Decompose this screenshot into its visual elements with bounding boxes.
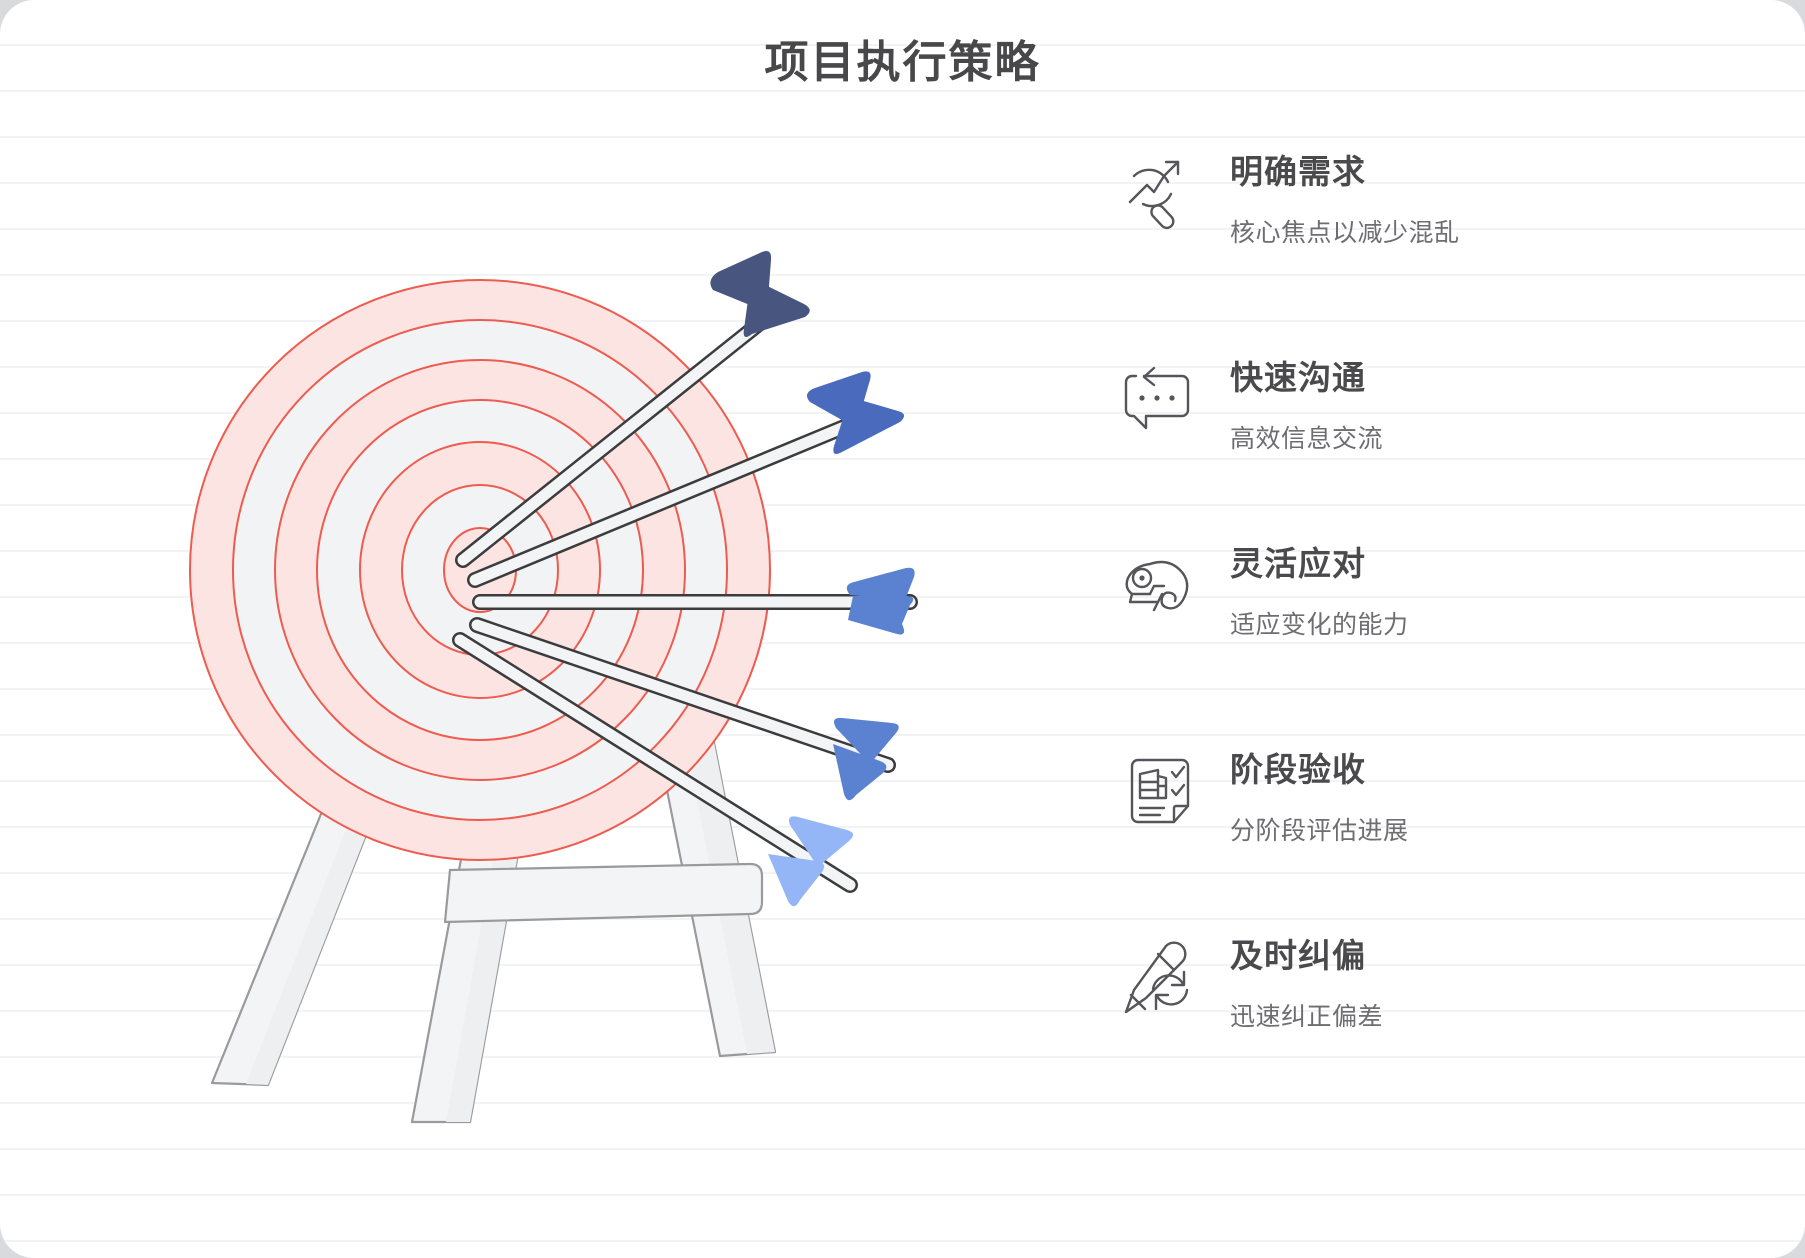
chameleon-icon: [1120, 548, 1200, 628]
feature-text-block: 快速沟通 高效信息交流: [1230, 356, 1383, 456]
feature-item-adaptability[interactable]: 灵活应对 适应变化的能力: [1120, 542, 1740, 738]
feature-item-requirements[interactable]: 明确需求 核心焦点以减少混乱: [1120, 150, 1740, 346]
feature-text-block: 阶段验收 分阶段评估进展: [1230, 748, 1409, 848]
feature-title: 灵活应对: [1230, 545, 1366, 582]
feature-item-milestone-review[interactable]: 阶段验收 分阶段评估进展: [1120, 738, 1740, 934]
feature-subtitle: 核心焦点以减少混乱: [1230, 219, 1460, 247]
feature-title: 快速沟通: [1230, 359, 1366, 396]
feature-title: 阶段验收: [1230, 751, 1366, 788]
page-title: 项目执行策略: [764, 38, 1041, 87]
feature-title: 明确需求: [1230, 153, 1366, 190]
feature-title: 及时纠偏: [1230, 937, 1366, 974]
magnifier-trend-arrow-icon: [1120, 156, 1200, 236]
feature-text-block: 及时纠偏 迅速纠正偏差: [1230, 934, 1383, 1034]
speech-bubble-reply-icon: [1120, 360, 1200, 440]
feature-subtitle: 高效信息交流: [1230, 425, 1384, 453]
arrow-2: [467, 371, 905, 588]
feature-text-block: 灵活应对 适应变化的能力: [1230, 542, 1409, 642]
feature-item-course-correction[interactable]: 及时纠偏 迅速纠正偏差: [1120, 934, 1740, 1130]
arrow-4: [469, 617, 899, 801]
feature-subtitle: 分阶段评估进展: [1230, 817, 1409, 845]
arrow-1: [455, 251, 810, 568]
checklist-document-icon: [1120, 752, 1200, 832]
arrow-5: [452, 632, 858, 907]
feature-subtitle: 适应变化的能力: [1230, 611, 1409, 639]
feature-list: 明确需求 核心焦点以减少混乱 快速沟通 高效信息交流: [1120, 150, 1740, 1130]
easel-crossbar: [443, 862, 764, 924]
feature-text-block: 明确需求 核心焦点以减少混乱: [1230, 150, 1460, 250]
arrow-3: [472, 567, 918, 635]
feature-item-communication[interactable]: 快速沟通 高效信息交流: [1120, 346, 1740, 542]
pencil-refresh-icon: [1120, 940, 1200, 1020]
feature-subtitle: 迅速纠正偏差: [1230, 1003, 1384, 1031]
target-illustration: [150, 250, 1100, 1150]
